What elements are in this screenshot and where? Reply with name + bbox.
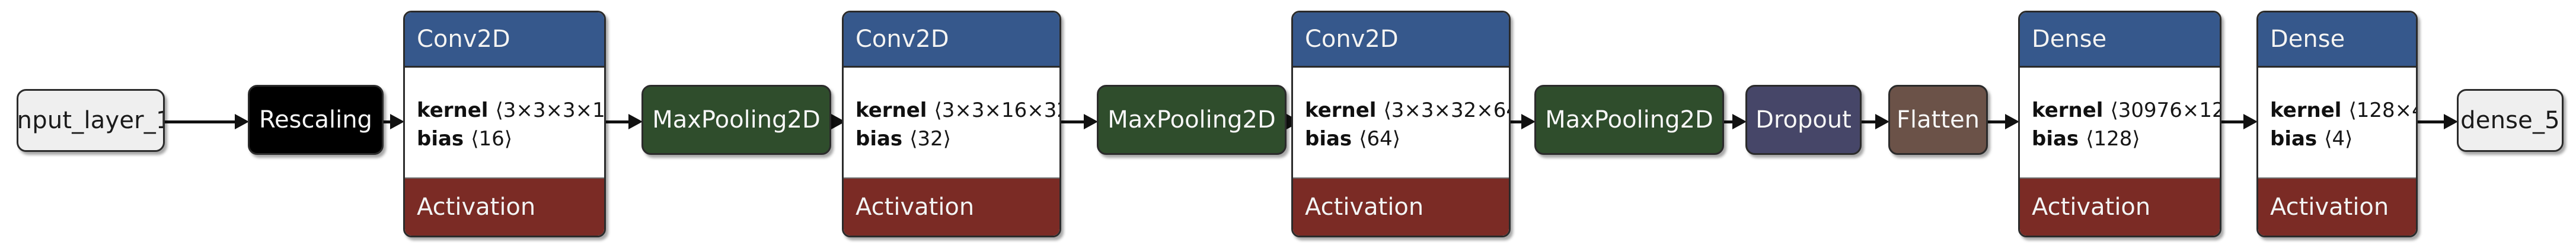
conv2d_2-header-label: Conv2D	[856, 26, 949, 53]
arrowhead-dropout	[1732, 114, 1747, 129]
maxpooling2d_3-label: MaxPooling2D	[1545, 106, 1713, 134]
conv2d_1-weights: kernel⟨3×3×3×16⟩ bias ⟨16⟩	[405, 68, 604, 179]
node-flatten: Flatten	[1888, 85, 1988, 155]
conv2d_1-weight-name: bias	[417, 126, 464, 151]
flatten-label: Flatten	[1897, 106, 1980, 134]
input-layer-label: input_layer_1	[17, 107, 165, 134]
dense_1-weight-shape: ⟨128⟩	[2086, 126, 2140, 151]
dense_2-activation: Activation	[2258, 179, 2416, 236]
dense_1-header-label: Dense	[2032, 26, 2107, 53]
rescaling-label: Rescaling	[259, 106, 372, 134]
dense_1-weight-shape: ⟨30976×128⟩	[2110, 98, 2220, 122]
arrowhead-flatten	[1875, 114, 1889, 129]
dense_1-weights: kernel ⟨30976×128⟩ bias ⟨128⟩	[2020, 68, 2220, 179]
conv2d_2-activation: Activation	[844, 179, 1059, 236]
conv2d_1-header: Conv2D	[405, 12, 604, 68]
dense_1-activation-label: Activation	[2032, 193, 2151, 221]
node-conv2d_1: Conv2D kernel⟨3×3×3×16⟩ bias ⟨16⟩ Activation	[403, 11, 606, 237]
edge-dense_1-to-dense_2	[2221, 120, 2243, 123]
edge-dense_2-to-dense_5_output	[2418, 120, 2444, 123]
dense_2-weight-shape: ⟨4⟩	[2324, 126, 2353, 151]
conv2d_3-weight-shape: ⟨64⟩	[1359, 126, 1400, 151]
edge-input_layer_1-to-rescaling	[165, 120, 235, 123]
conv2d_2-weight-row: kernel ⟨3×3×16×32⟩	[856, 98, 1059, 122]
maxpooling2d_1-label: MaxPooling2D	[652, 106, 821, 134]
conv2d_3-weight-name: kernel	[1305, 98, 1377, 122]
conv2d_3-header: Conv2D	[1293, 12, 1509, 68]
dense_1-weight-row: kernel ⟨30976×128⟩	[2032, 98, 2220, 122]
conv2d_3-weight-row: bias ⟨64⟩	[1305, 129, 1497, 149]
dense_2-weight-name: bias	[2270, 126, 2318, 151]
dropout-label: Dropout	[1755, 106, 1852, 134]
node-rescaling: Rescaling	[248, 85, 384, 155]
dense_1-weight-name: bias	[2032, 126, 2079, 151]
edge-conv2d_3-to-maxpooling2d_3	[1511, 120, 1521, 123]
conv2d_2-activation-label: Activation	[856, 193, 975, 221]
dense_2-header: Dense	[2258, 12, 2416, 68]
node-dropout: Dropout	[1745, 85, 1862, 155]
conv2d_2-weight-shape: ⟨32⟩	[909, 126, 951, 151]
conv2d_2-weight-shape: ⟨3×3×16×32⟩	[934, 98, 1059, 122]
conv2d_3-weight-shape: ⟨3×3×32×64⟩	[1383, 98, 1509, 122]
node-maxpooling2d_1: MaxPooling2D	[641, 85, 831, 155]
dense_2-weight-row: kernel⟨128×4⟩	[2270, 98, 2416, 122]
edge-conv2d_2-to-maxpooling2d_2	[1061, 120, 1084, 123]
dense_1-weight-name: kernel	[2032, 98, 2103, 122]
conv2d_2-header: Conv2D	[844, 12, 1059, 68]
node-conv2d_3: Conv2D kernel⟨3×3×32×64⟩ bias ⟨64⟩ Activatio…	[1291, 11, 1511, 237]
dense_2-weight-shape: ⟨128×4⟩	[2348, 98, 2416, 122]
node-dense_5_output: dense_5	[2457, 89, 2564, 152]
conv2d_1-weight-row: bias ⟨16⟩	[417, 129, 592, 149]
dense_1-weight-row: bias ⟨128⟩	[2032, 129, 2208, 149]
arrowhead-dense_5_output	[2444, 114, 2458, 129]
arrowhead-dense_2	[2243, 114, 2258, 129]
conv2d_3-weight-name: bias	[1305, 126, 1352, 151]
node-maxpooling2d_3: MaxPooling2D	[1534, 85, 1724, 155]
node-maxpooling2d_2: MaxPooling2D	[1097, 85, 1287, 155]
conv2d_3-weights: kernel⟨3×3×32×64⟩ bias ⟨64⟩	[1293, 68, 1509, 179]
dense_2-weight-row: bias⟨4⟩	[2270, 129, 2404, 149]
edge-rescaling-to-conv2d_1	[384, 120, 390, 123]
conv2d_3-activation-label: Activation	[1305, 193, 1424, 221]
conv2d_2-weight-name: kernel	[856, 98, 927, 122]
conv2d_1-weight-shape: ⟨3×3×3×16⟩	[495, 98, 605, 122]
node-dense_1: Dense kernel ⟨30976×128⟩ bias ⟨128⟩ Activatio…	[2018, 11, 2221, 237]
edge-dropout-to-flatten	[1862, 120, 1875, 123]
conv2d_1-weight-shape: ⟨16⟩	[471, 126, 512, 151]
arrowhead-dense_1	[2005, 114, 2019, 129]
arrowhead-maxpooling2d_2	[1084, 114, 1098, 129]
dense_1-header: Dense	[2020, 12, 2220, 68]
conv2d_2-weights: kernel ⟨3×3×16×32⟩ bias⟨32⟩	[844, 68, 1059, 179]
conv2d_1-weight-name: kernel	[417, 98, 489, 122]
node-input_layer_1: input_layer_1	[17, 89, 165, 152]
conv2d_2-weight-name: bias	[856, 126, 903, 151]
conv2d_1-activation-label: Activation	[417, 193, 536, 221]
dense_2-weights: kernel⟨128×4⟩ bias⟨4⟩	[2258, 68, 2416, 179]
edge-maxpooling2d_3-to-dropout	[1724, 120, 1732, 123]
conv2d_1-activation: Activation	[405, 179, 604, 236]
output-layer-label: dense_5	[2460, 107, 2560, 134]
arrowhead-maxpooling2d_3	[1521, 114, 1536, 129]
dense_2-activation-label: Activation	[2270, 193, 2389, 221]
conv2d_3-header-label: Conv2D	[1305, 26, 1399, 53]
conv2d_3-weight-row: kernel⟨3×3×32×64⟩	[1305, 98, 1509, 122]
edge-flatten-to-dense_1	[1988, 120, 2005, 123]
maxpooling2d_2-label: MaxPooling2D	[1107, 106, 1276, 134]
arrowhead-rescaling	[235, 114, 249, 129]
conv2d_3-activation: Activation	[1293, 179, 1509, 236]
dense_2-weight-name: kernel	[2270, 98, 2342, 122]
dense_1-activation: Activation	[2020, 179, 2220, 236]
conv2d_2-weight-row: bias⟨32⟩	[856, 129, 1048, 149]
dense_2-header-label: Dense	[2270, 26, 2345, 53]
conv2d_1-weight-row: kernel⟨3×3×3×16⟩	[417, 98, 604, 122]
conv2d_1-header-label: Conv2D	[417, 26, 510, 53]
arrowhead-maxpooling2d_1	[628, 114, 643, 129]
edge-conv2d_1-to-maxpooling2d_1	[606, 120, 628, 123]
arrowhead-conv2d_1	[390, 114, 404, 129]
node-dense_2: Dense kernel⟨128×4⟩ bias⟨4⟩ Activation	[2256, 11, 2418, 237]
node-conv2d_2: Conv2D kernel ⟨3×3×16×32⟩ bias⟨32⟩ Activatio…	[842, 11, 1061, 237]
